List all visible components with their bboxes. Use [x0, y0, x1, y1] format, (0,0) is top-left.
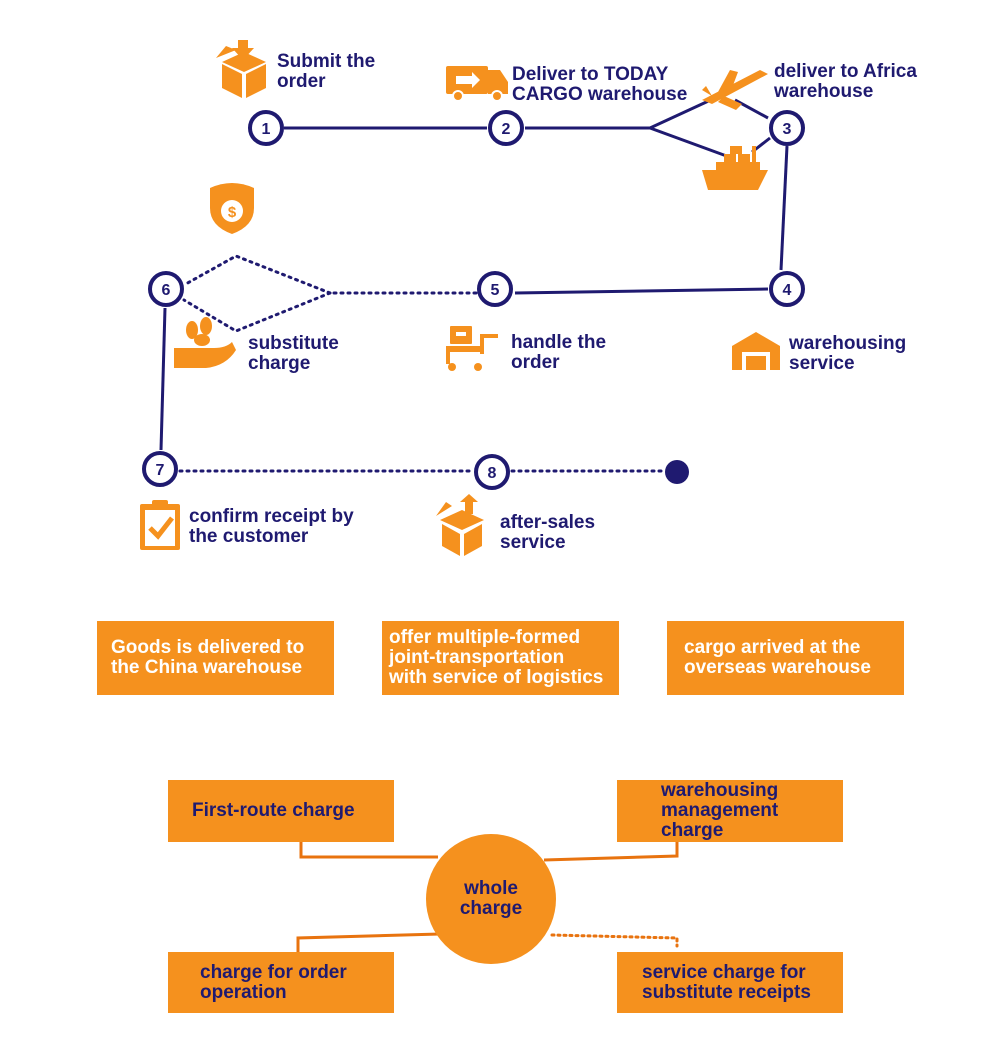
- step-node-7: 7: [142, 451, 178, 487]
- charge-text: charge for order operation: [200, 961, 347, 1003]
- step-label-8: after-sales service: [500, 512, 596, 553]
- whole-charge-label: whole charge: [459, 878, 523, 919]
- svg-text:2: 2: [502, 121, 511, 138]
- highlight-box-overseas-warehouse: cargo arrived at the overseas warehouse: [667, 621, 904, 695]
- whole-charge-circle: whole charge: [426, 834, 556, 964]
- warehouse-icon: [732, 332, 780, 370]
- return-box-icon: [436, 494, 484, 556]
- connector-diamond-upper: [182, 254, 332, 295]
- charge-text: service charge for substitute receipts: [642, 961, 811, 1003]
- svg-text:7: 7: [156, 462, 165, 479]
- charge-box-first-route: First-route charge: [168, 780, 394, 842]
- clipboard-check-icon: [140, 500, 180, 550]
- step-label-6: substitute charge: [248, 333, 339, 374]
- charge-connector-order-operation: [296, 932, 441, 952]
- charge-connector-first-route: [299, 842, 438, 859]
- highlight-text: cargo arrived at the overseas warehouse: [684, 637, 871, 678]
- charge-box-substitute-receipts: service charge for substitute receipts: [617, 952, 843, 1013]
- svg-text:3: 3: [783, 121, 792, 138]
- step-node-6: 6: [148, 271, 184, 307]
- charge-text: warehousing management charge: [661, 780, 779, 841]
- step-node-5: 5: [477, 271, 513, 307]
- money-shield-icon: $: [210, 183, 254, 234]
- svg-text:6: 6: [162, 282, 171, 299]
- end-dot: [665, 460, 689, 484]
- highlight-box-joint-transport: offer multiple-formed joint-transportati…: [382, 621, 619, 695]
- step-node-2: 2: [488, 110, 524, 146]
- step-node-4: 4: [769, 271, 805, 307]
- step-label-1: Submit the order: [277, 51, 376, 92]
- connector-diamond-lower: [182, 291, 332, 333]
- scale-cart-icon: [446, 326, 498, 371]
- step-label-5: handle the order: [511, 332, 607, 373]
- delivery-truck-icon: [446, 66, 508, 102]
- connector-air-3: [734, 98, 769, 120]
- charge-connector-warehousing: [543, 842, 679, 862]
- step-label-3: deliver to Africa warehouse: [774, 61, 917, 102]
- step-label-7: confirm receipt by the customer: [189, 506, 354, 547]
- connector-split-air: [649, 96, 716, 130]
- charge-connector-substitute-receipts: [550, 933, 679, 948]
- charge-text: First-route charge: [192, 800, 355, 821]
- highlight-text: Goods is delivered to the China warehous…: [111, 637, 305, 678]
- connector-split-sea: [649, 126, 733, 160]
- step-node-1: 1: [248, 110, 284, 146]
- charge-box-warehousing-management: warehousing management charge: [617, 780, 843, 842]
- airplane-icon: [702, 70, 768, 110]
- connector-4-5: [514, 287, 769, 295]
- connector-6-7: [159, 307, 167, 451]
- highlight-text: offer multiple-formed joint-transportati…: [389, 627, 604, 688]
- package-icon: [216, 40, 266, 98]
- coins-hand-icon: [174, 317, 236, 368]
- step-node-3: 3: [769, 110, 805, 146]
- highlight-box-china-warehouse: Goods is delivered to the China warehous…: [97, 621, 334, 695]
- step-node-8: 8: [474, 454, 510, 490]
- svg-text:1: 1: [262, 121, 271, 138]
- connector-3-4: [779, 145, 789, 271]
- svg-text:4: 4: [783, 282, 792, 299]
- cargo-ship-icon: [702, 146, 768, 190]
- svg-text:5: 5: [491, 282, 500, 299]
- svg-text:8: 8: [488, 465, 497, 482]
- step-label-2: Deliver to TODAY CARGO warehouse: [512, 64, 688, 105]
- step-label-4: warehousing service: [789, 333, 907, 374]
- charge-box-order-operation: charge for order operation: [168, 952, 394, 1013]
- svg-text:$: $: [228, 204, 237, 221]
